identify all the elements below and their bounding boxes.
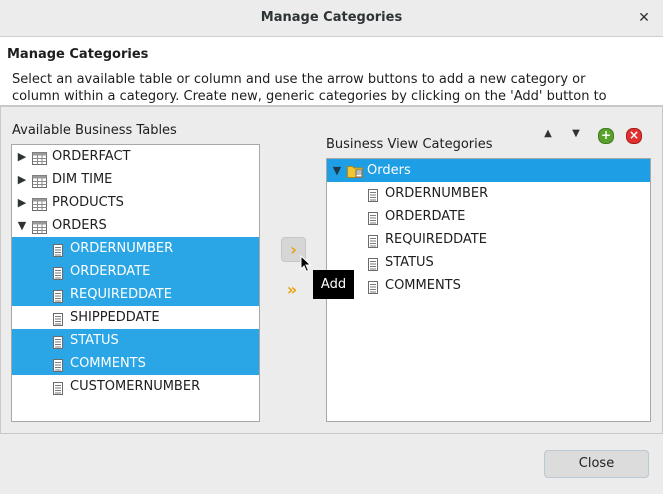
category-column-node[interactable]: STATUS (327, 251, 650, 274)
add-tooltip: Add (313, 270, 354, 299)
node-label: COMMENTS (385, 278, 461, 293)
expand-triangle-icon[interactable]: ▶ (17, 150, 27, 163)
node-label: ORDERDATE (385, 209, 466, 224)
node-label: DIM TIME (52, 172, 113, 187)
remove-category-icon[interactable]: × (626, 128, 642, 144)
node-label: REQUIREDDATE (70, 287, 172, 302)
table-node[interactable]: ▶ ORDERFACT (12, 145, 259, 168)
node-label: STATUS (385, 255, 434, 270)
column-icon (53, 265, 63, 288)
move-up-icon[interactable]: ▲ (544, 128, 552, 139)
column-icon (53, 357, 63, 380)
column-icon (368, 256, 378, 279)
available-tables-tree[interactable]: ▶ ORDERFACT ▶ DIM TIME ▶ PRODUCTS ▼ ORDERS ORDER… (11, 144, 260, 422)
node-label: ORDERFACT (52, 149, 131, 164)
node-label: ORDERS (52, 218, 107, 233)
add-category-icon[interactable]: + (598, 128, 614, 144)
table-icon (32, 150, 47, 173)
column-icon (368, 210, 378, 233)
column-node[interactable]: ORDERDATE (12, 260, 259, 283)
table-node[interactable]: ▶ PRODUCTS (12, 191, 259, 214)
table-icon (32, 173, 47, 196)
column-icon (53, 334, 63, 357)
move-down-icon[interactable]: ▼ (572, 128, 580, 139)
table-node[interactable]: ▼ ORDERS (12, 214, 259, 237)
collapse-triangle-icon[interactable]: ▼ (332, 164, 342, 177)
column-icon (368, 187, 378, 210)
node-label: COMMENTS (70, 356, 146, 371)
mouse-pointer-icon (300, 254, 312, 277)
table-icon (32, 196, 47, 219)
dialog-title: Manage Categories (260, 10, 403, 25)
node-label: CUSTOMERNUMBER (70, 379, 201, 394)
node-label: ORDERNUMBER (70, 241, 174, 256)
category-column-node[interactable]: ORDERNUMBER (327, 182, 650, 205)
category-column-node[interactable]: COMMENTS (327, 274, 650, 297)
column-node[interactable]: STATUS (12, 329, 259, 352)
node-label: PRODUCTS (52, 195, 124, 210)
column-node[interactable]: REQUIREDDATE (12, 283, 259, 306)
column-node[interactable]: ORDERNUMBER (12, 237, 259, 260)
node-label: STATUS (70, 333, 119, 348)
title-bar: Manage Categories ✕ (0, 0, 663, 37)
description-line-2: column within a category. Create new, ge… (12, 89, 607, 104)
description-line-1: Select an available table or column and … (12, 72, 586, 87)
column-icon (53, 311, 63, 334)
column-node[interactable]: CUSTOMERNUMBER (12, 375, 259, 398)
category-node[interactable]: ▼ Orders (327, 159, 650, 182)
available-tables-label: Available Business Tables (12, 123, 177, 138)
collapse-triangle-icon[interactable]: ▼ (17, 219, 27, 232)
column-icon (53, 242, 63, 265)
header-description: Select an available table or column and … (12, 71, 652, 105)
expand-triangle-icon[interactable]: ▶ (17, 173, 27, 186)
node-label: ORDERNUMBER (385, 186, 489, 201)
header-title: Manage Categories (7, 47, 149, 62)
column-node[interactable]: COMMENTS (12, 352, 259, 375)
column-node[interactable]: SHIPPEDDATE (12, 306, 259, 329)
column-icon (53, 380, 63, 403)
expand-triangle-icon[interactable]: ▶ (17, 196, 27, 209)
categories-label: Business View Categories (326, 137, 493, 152)
category-column-node[interactable]: REQUIREDDATE (327, 228, 650, 251)
category-folder-icon (347, 163, 363, 186)
column-icon (53, 288, 63, 311)
node-label: SHIPPEDDATE (70, 310, 160, 325)
close-button[interactable]: Close (544, 450, 649, 478)
node-label: REQUIREDDATE (385, 232, 487, 247)
table-node[interactable]: ▶ DIM TIME (12, 168, 259, 191)
table-icon (32, 219, 47, 242)
node-label: ORDERDATE (70, 264, 151, 279)
node-label: Orders (367, 163, 411, 178)
column-icon (368, 279, 378, 302)
dialog-header: Manage Categories Select an available ta… (0, 37, 663, 106)
add-all-arrow-button[interactable]: » (286, 280, 298, 299)
category-column-node[interactable]: ORDERDATE (327, 205, 650, 228)
close-icon[interactable]: ✕ (638, 10, 650, 26)
column-icon (368, 233, 378, 256)
